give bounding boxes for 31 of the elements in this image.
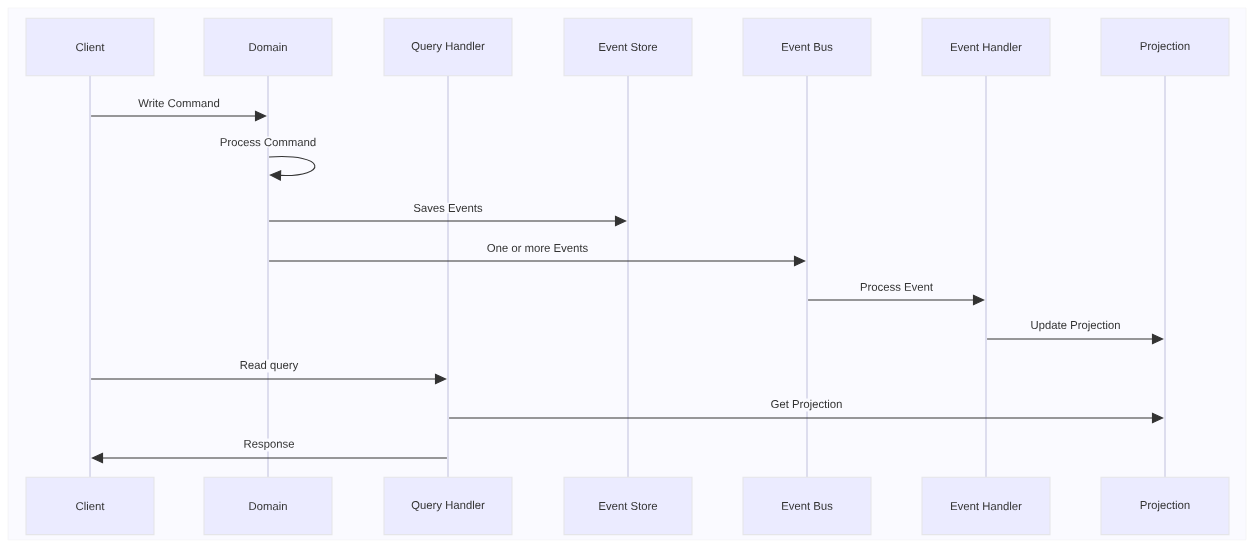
message-arrow [91,452,448,464]
actor-box: Client [25,476,155,536]
actor-box: Event Handler [921,476,1051,536]
actor-box: Projection [1100,476,1230,536]
actor-box: Event Handler [921,17,1051,77]
actor-box: Client [25,17,155,77]
message-arrow [90,373,447,385]
message-label: Process Event [858,281,935,293]
message-label: Write Command [136,97,222,109]
message-arrow [807,294,985,306]
message-label: Get Projection [769,398,844,412]
message-arrow [448,412,1164,424]
actor-box: Event Store [563,476,693,536]
actor-box: Projection [1100,17,1230,77]
actor-box: Event Bus [742,476,872,536]
message-label: Read query [238,359,300,373]
actor-box: Domain [203,476,333,536]
actor-box: Event Bus [742,17,872,77]
message-arrow [986,333,1164,345]
message-label: Process Command [218,136,318,148]
actor-box: Query Handler [383,476,513,536]
message-arrow [90,110,267,122]
actor-box: Domain [203,17,333,77]
actor-box: Event Store [563,17,693,77]
self-arrow [268,156,316,181]
actor-box: Query Handler [383,17,513,77]
message-label: One or more Events [485,242,590,254]
message-label: Saves Events [412,202,484,214]
message-arrow [268,215,627,227]
message-arrow [268,255,806,267]
message-label: Update Projection [1029,319,1122,333]
